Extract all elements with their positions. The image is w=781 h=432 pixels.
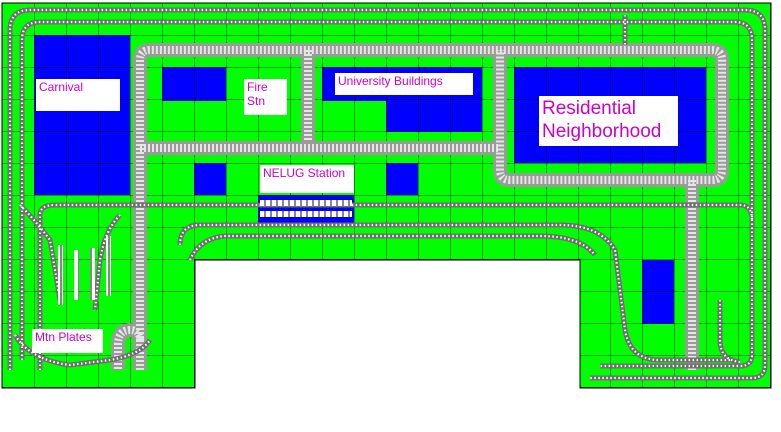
university-buildings-label: University Buildings [335, 73, 473, 95]
station-yard-tracks [260, 200, 352, 217]
mtn-plates-label: Mtn Plates [32, 329, 103, 353]
train-tracks [7, 7, 768, 381]
residential-neighborhood-label: Residential Neighborhood [539, 96, 678, 146]
mountain-spurs [58, 236, 111, 305]
nelug-station-label: NELUG Station [260, 165, 354, 193]
carnival-label: Carnival [36, 79, 120, 111]
fire-station-label: Fire Stn [244, 79, 287, 115]
table-outline [1, 2, 772, 389]
roads [111, 43, 729, 370]
